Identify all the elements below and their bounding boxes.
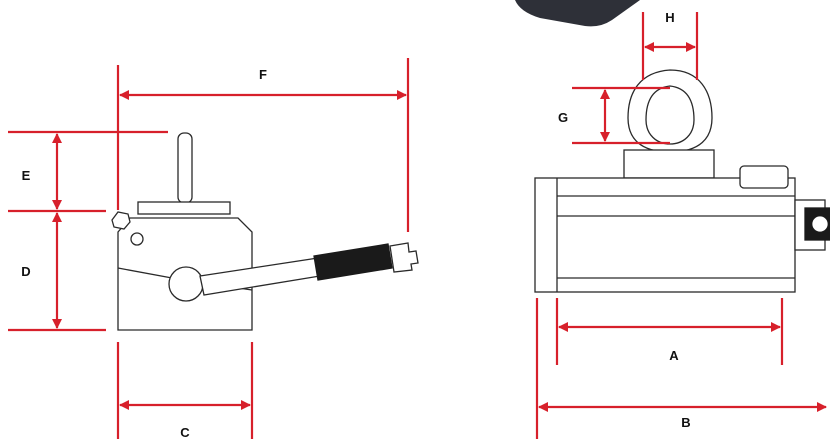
front-view-neck [623, 149, 715, 179]
front-view-body [534, 177, 796, 293]
side-view-post [177, 132, 193, 204]
front-view-magnet [534, 69, 830, 293]
label-c: C [180, 425, 190, 439]
label-d: D [21, 264, 30, 279]
side-view-magnet [111, 132, 419, 331]
front-view-latch [739, 165, 789, 189]
front-view-knob-hole [812, 216, 828, 232]
side-view-top-plate [137, 201, 231, 215]
label-b: B [681, 415, 690, 430]
label-a: A [669, 348, 679, 363]
side-view-hex-nut [111, 211, 131, 230]
label-h: H [665, 10, 674, 25]
side-view-handle-cap [389, 242, 419, 273]
dimension-lines [8, 12, 827, 439]
label-e: E [22, 168, 31, 183]
front-view-eye-hole [645, 85, 695, 145]
side-view-hole [130, 232, 144, 246]
label-g: G [558, 110, 568, 125]
side-view-handle-grip [313, 243, 393, 281]
label-f: F [259, 67, 267, 82]
side-view-pivot [168, 266, 204, 302]
top-shadow-object [515, 0, 640, 27]
